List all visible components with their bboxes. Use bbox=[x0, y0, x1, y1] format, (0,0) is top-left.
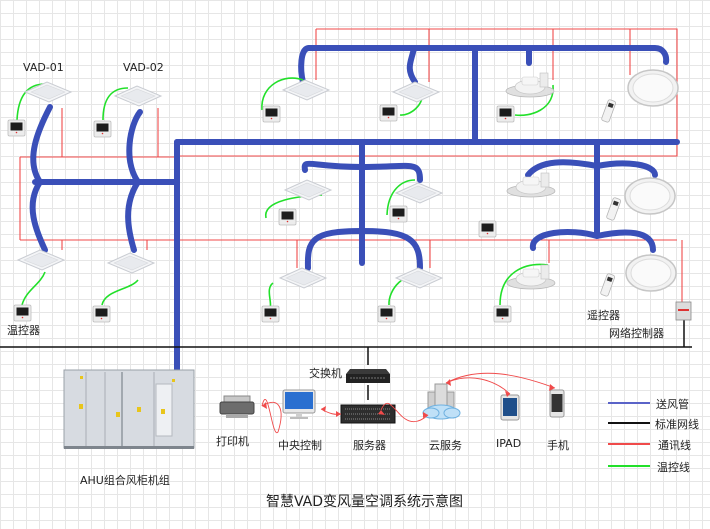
label-remote: 遥控器 bbox=[587, 309, 620, 322]
arrow-heads bbox=[262, 379, 555, 418]
phone-icon bbox=[549, 389, 565, 418]
label-ahu: AHU组合风柜机组 bbox=[80, 474, 170, 487]
central-control-pc-icon bbox=[282, 389, 316, 419]
server-icon bbox=[340, 404, 396, 424]
label-vad-01: VAD-01 bbox=[23, 61, 64, 74]
cloud-service-icon bbox=[422, 383, 461, 420]
ahu-unit-icon bbox=[63, 369, 195, 449]
label-phone: 手机 bbox=[547, 439, 569, 452]
label-thermostat: 温控器 bbox=[7, 324, 40, 337]
network-switch-icon bbox=[346, 369, 390, 383]
remotes bbox=[599, 98, 622, 298]
swirl-diffuser bbox=[505, 72, 555, 98]
ipad-icon bbox=[500, 394, 520, 421]
legend-label-network: 标准网线 bbox=[655, 418, 699, 431]
thermostats bbox=[7, 104, 515, 323]
diffuser-vad-01 bbox=[24, 81, 72, 103]
supply-ducts bbox=[29, 45, 680, 373]
comm-line-left bbox=[19, 156, 175, 240]
label-printer: 打印机 bbox=[216, 435, 249, 448]
label-central-control: 中央控制 bbox=[278, 439, 322, 452]
label-server: 服务器 bbox=[353, 439, 386, 452]
network-lines bbox=[0, 318, 692, 400]
printer-icon bbox=[219, 395, 255, 418]
legend-label-comm: 通讯线 bbox=[658, 439, 691, 452]
round-diffuser bbox=[627, 69, 679, 107]
network-controller-icon bbox=[675, 301, 692, 321]
diagram-title: 智慧VAD变风量空调系统示意图 bbox=[266, 494, 464, 510]
data-links bbox=[261, 372, 556, 433]
remote-icon bbox=[600, 98, 617, 124]
label-ipad: IPAD bbox=[496, 437, 522, 450]
label-vad-02: VAD-02 bbox=[123, 61, 164, 74]
thermostat-icon bbox=[7, 119, 26, 137]
legend-label-duct: 送风管 bbox=[656, 398, 689, 411]
label-network-controller: 网络控制器 bbox=[609, 327, 664, 340]
label-cloud: 云服务 bbox=[429, 439, 462, 452]
label-switch: 交换机 bbox=[309, 367, 342, 380]
legend-lines bbox=[608, 402, 650, 467]
legend-label-thermo: 温控线 bbox=[657, 461, 690, 474]
